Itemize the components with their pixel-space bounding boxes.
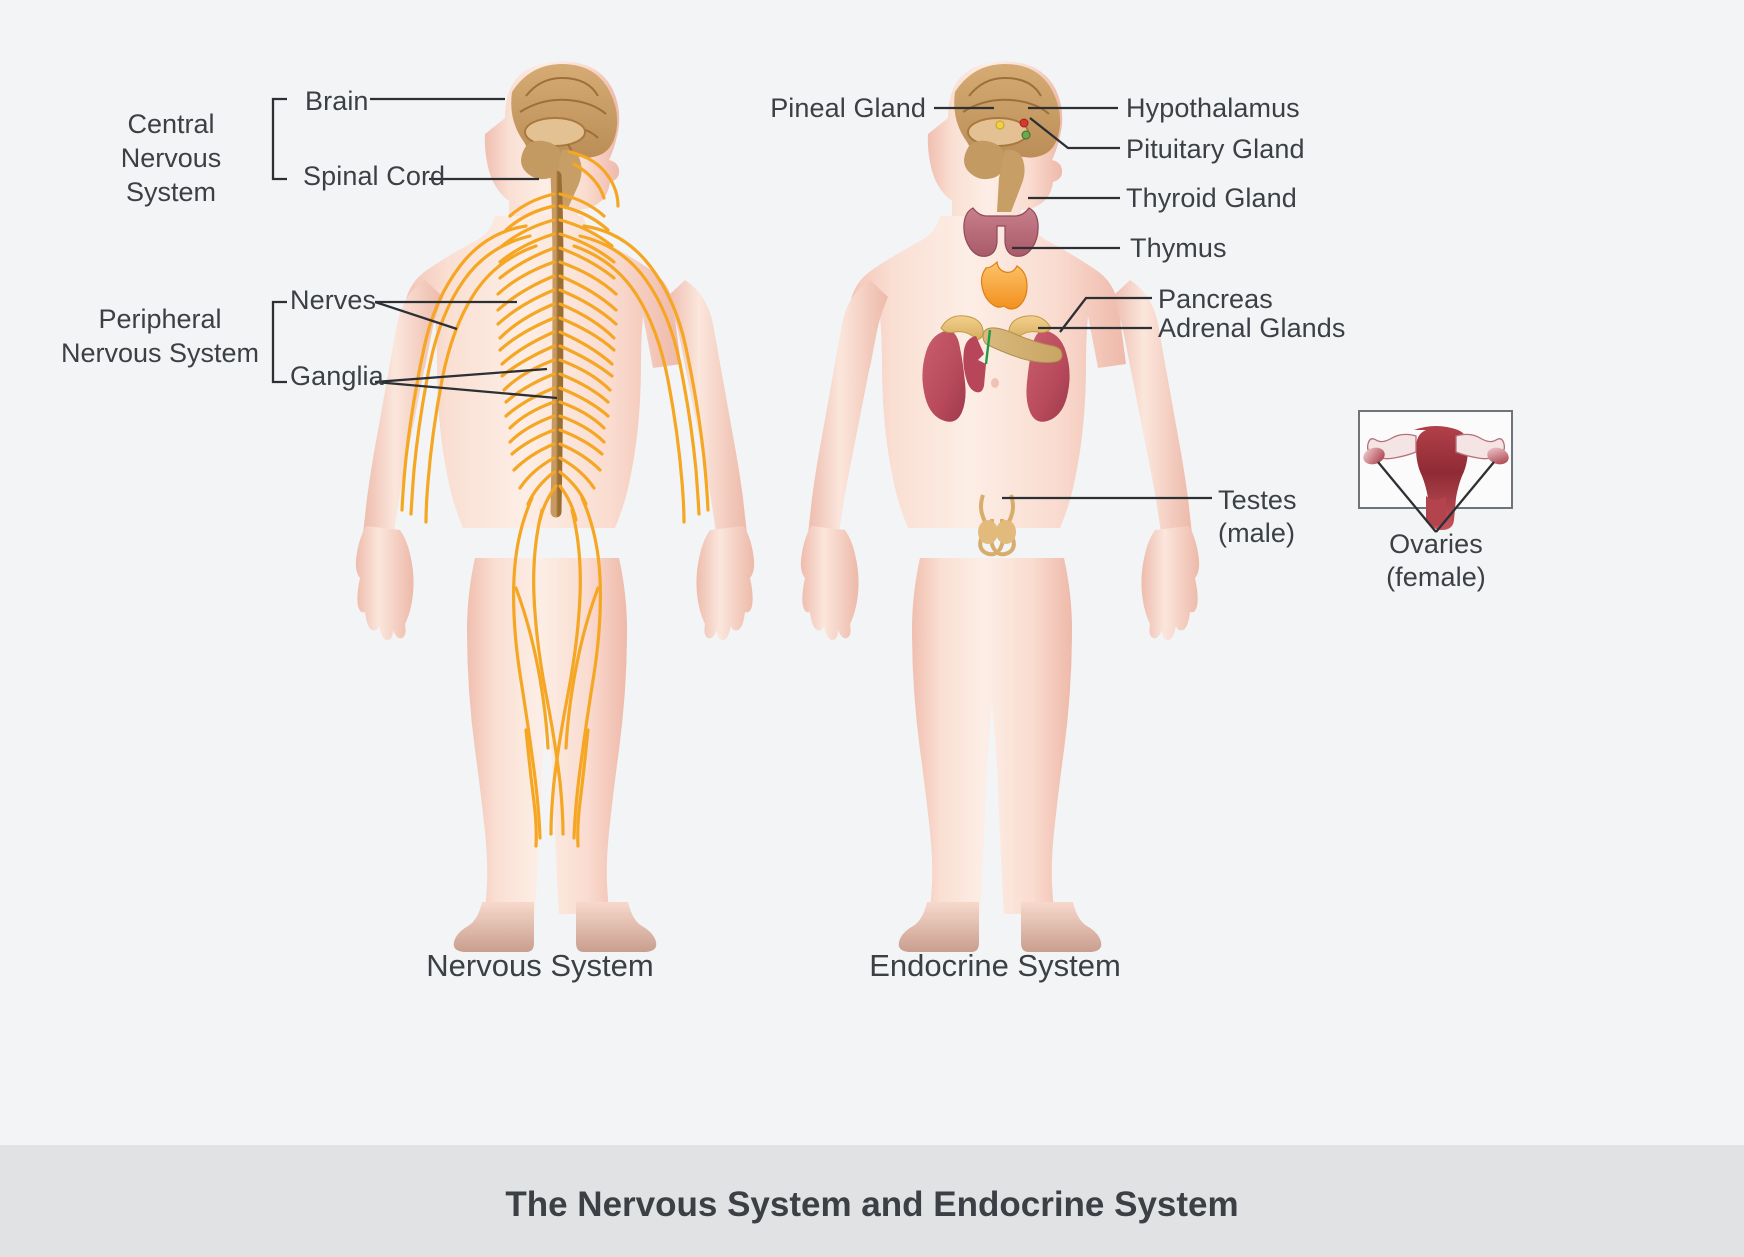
- label-testes: Testes(male): [1218, 484, 1297, 550]
- pns-line1: Peripheral: [98, 304, 222, 334]
- pineal-gland-illustration: [995, 120, 1005, 130]
- label-hypothalamus: Hypothalamus: [1126, 93, 1300, 123]
- ovaries-line1: Ovaries: [1389, 529, 1483, 559]
- caption-bar: [0, 1145, 1744, 1257]
- testes-line2: (male): [1218, 517, 1296, 548]
- nerve-network: [400, 150, 710, 848]
- endocrine-system-body-illustration: [800, 61, 1200, 952]
- nervous-system-body-illustration: [355, 61, 755, 952]
- cns-line1: Central: [127, 109, 215, 139]
- label-spinal-cord: Spinal Cord: [303, 161, 446, 191]
- label-ganglia: Ganglia: [290, 361, 384, 391]
- hypothalamus-illustration: [1019, 118, 1029, 128]
- spinal-cord-illustration: [550, 170, 564, 518]
- label-adrenal-glands: Adrenal Glands: [1158, 313, 1346, 343]
- figure-caption: The Nervous System and Endocrine System: [505, 1185, 1239, 1224]
- ovaries-line2: (female): [1386, 561, 1486, 592]
- label-pineal-gland: Pineal Gland: [770, 93, 926, 123]
- testes-line1: Testes: [1218, 485, 1297, 515]
- testes-illustration: [978, 494, 1016, 557]
- label-pancreas: Pancreas: [1158, 284, 1273, 314]
- label-pituitary-gland: Pituitary Gland: [1126, 134, 1305, 164]
- ovaries-inset-illustration: [1363, 426, 1509, 533]
- label-thymus: Thymus: [1130, 233, 1227, 263]
- label-ovaries: Ovaries(female): [1336, 528, 1536, 594]
- pituitary-gland-illustration: [1021, 130, 1031, 140]
- kidneys-and-glands-illustration: [922, 315, 1070, 422]
- thyroid-gland-illustration: [963, 207, 1039, 257]
- endocrine-system-title: Endocrine System: [869, 948, 1121, 983]
- label-nerves: Nerves: [290, 285, 377, 315]
- pns-line2: Nervous System: [60, 337, 260, 368]
- nervous-system-title: Nervous System: [426, 948, 654, 983]
- body-silhouette: [355, 61, 755, 952]
- brain-illustration: [511, 64, 618, 208]
- label-thyroid-gland: Thyroid Gland: [1126, 183, 1297, 213]
- cns-line2: Nervous System: [120, 142, 222, 207]
- thymus-illustration: [980, 260, 1028, 310]
- label-brain: Brain: [305, 86, 369, 116]
